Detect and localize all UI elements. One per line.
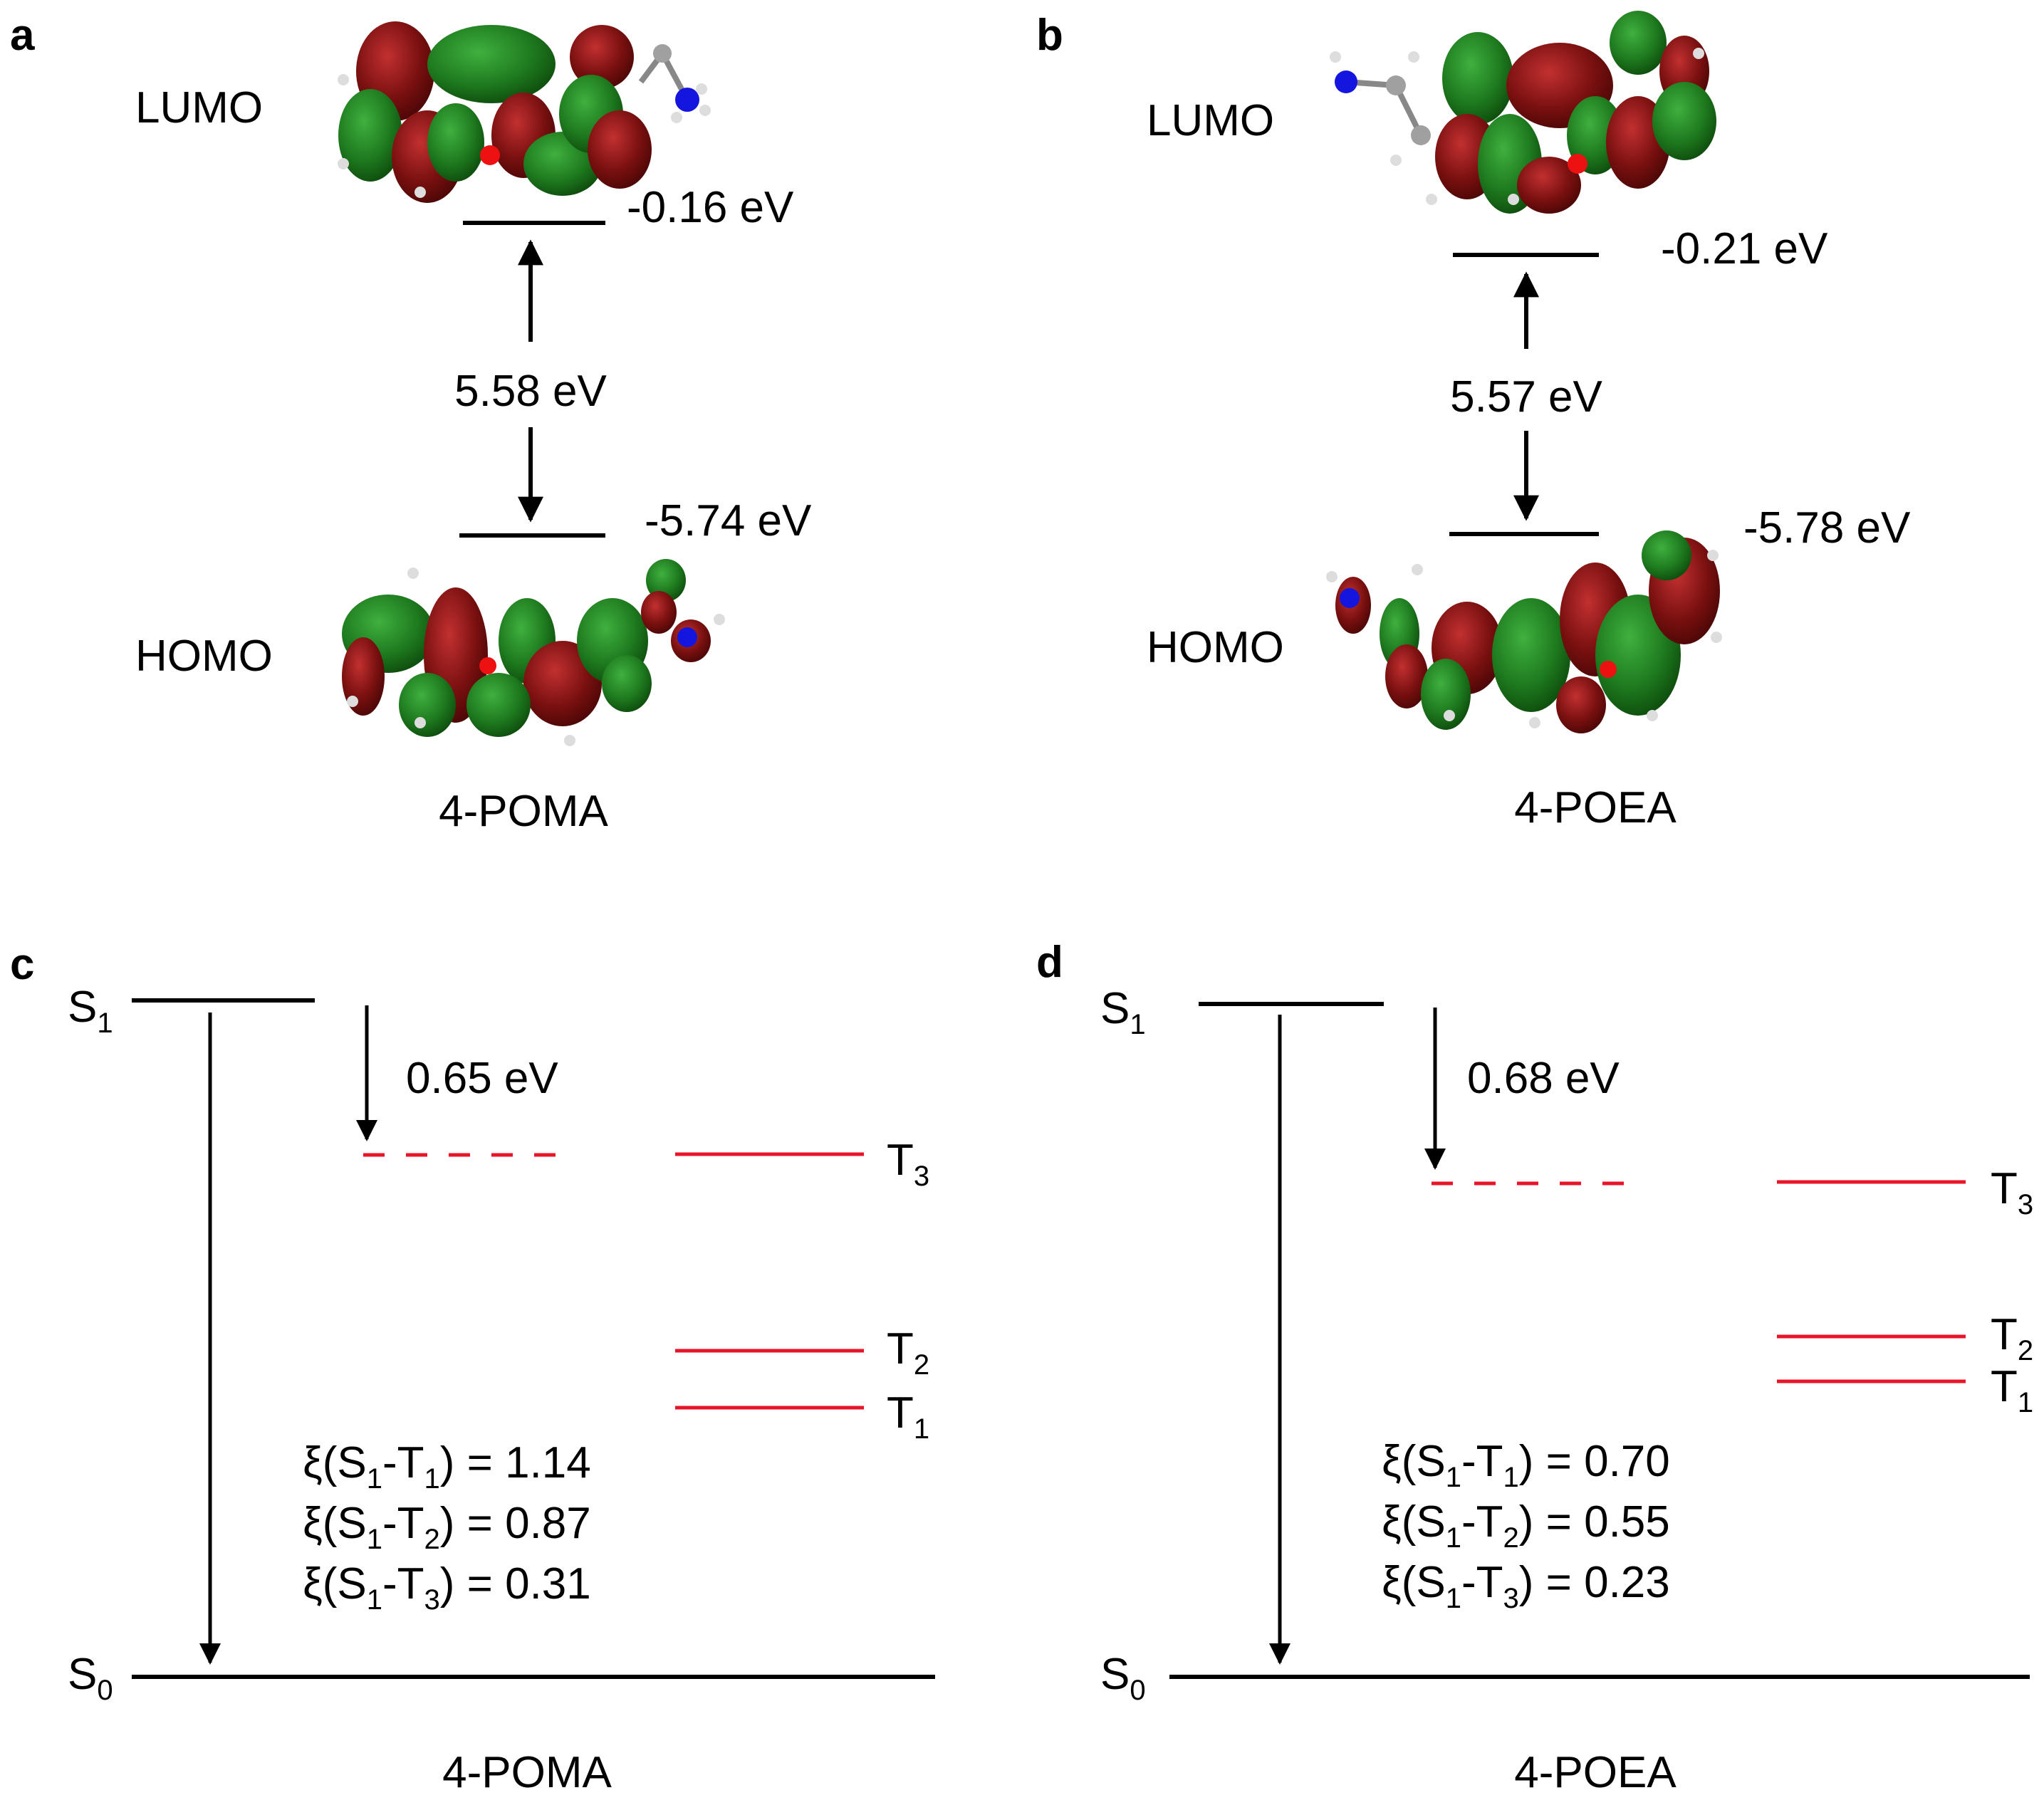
panel-d-t3-label: T3 (1991, 1164, 2033, 1220)
panel-b-homo-label: HOMO (1147, 623, 1284, 672)
panel-c-molecule: 4-POMA (442, 1748, 612, 1797)
panel-d-molecule: 4-POEA (1514, 1748, 1677, 1797)
panel-b-lumo-energy: -0.21 eV (1661, 224, 1828, 273)
panel-a-homo-energy: -5.74 eV (645, 496, 812, 545)
panel-a-letter: a (10, 11, 35, 60)
panel-d-xi-1: ξ(S1-T1) = 0.70 (1382, 1437, 1670, 1493)
panel-c-gap: 0.65 eV (406, 1054, 558, 1103)
panel-c-t2-label: T2 (887, 1324, 929, 1381)
panel-c-xi-3: ξ(S1-T3) = 0.31 (303, 1559, 591, 1616)
panel-d-letter: d (1036, 938, 1063, 987)
panel-d-xi-2: ξ(S1-T2) = 0.55 (1382, 1497, 1670, 1554)
panel-b: b LUMO HOMO (1036, 11, 1911, 832)
panel-c-xi-1: ξ(S1-T1) = 1.14 (303, 1438, 591, 1495)
panel-a: a LUMO HOMO -0.16 e (10, 11, 812, 836)
panel-d-xi-3: ξ(S1-T3) = 0.23 (1382, 1558, 1670, 1614)
lumo-orbital-4poma-icon (338, 21, 711, 203)
panel-a-gap: 5.58 eV (454, 367, 607, 416)
homo-orbital-4poma-icon (342, 559, 725, 746)
panel-a-homo-label: HOMO (135, 632, 273, 681)
panel-b-gap: 5.57 eV (1450, 372, 1602, 422)
panel-c-letter: c (10, 940, 34, 989)
homo-orbital-4poea-icon (1326, 530, 1722, 733)
panel-d-t1-label: T1 (1991, 1362, 2033, 1418)
panel-d-t2-label: T2 (1991, 1310, 2033, 1366)
panel-a-lumo-energy: -0.16 eV (627, 183, 794, 232)
panel-c-t3-label: T3 (887, 1136, 929, 1192)
panel-d-gap: 0.68 eV (1467, 1054, 1620, 1103)
panel-b-lumo-label: LUMO (1147, 96, 1274, 145)
lumo-orbital-4poea-icon (1330, 11, 1716, 214)
panel-d-s0-label: S0 (1100, 1650, 1146, 1706)
panel-c-xi-2: ξ(S1-T2) = 0.87 (303, 1499, 591, 1555)
panel-c-s0-label: S0 (68, 1650, 113, 1706)
panel-b-letter: b (1036, 11, 1063, 60)
panel-d: d S1 0.68 eV T3 T2 T1 ξ(S1-T1) = 0.70 ξ(… (1036, 938, 2033, 1797)
panel-c-s1-label: S1 (68, 983, 113, 1039)
panel-b-molecule: 4-POEA (1514, 783, 1677, 832)
panel-b-homo-energy: -5.78 eV (1743, 503, 1911, 553)
panel-a-molecule: 4-POMA (439, 787, 608, 836)
panel-c: c S1 0.65 eV T3 T2 T1 ξ(S1-T1) = 1.14 ξ(… (10, 940, 935, 1797)
panel-d-s1-label: S1 (1100, 984, 1146, 1040)
panel-c-t1-label: T1 (887, 1388, 929, 1445)
panel-a-lumo-label: LUMO (135, 83, 263, 132)
